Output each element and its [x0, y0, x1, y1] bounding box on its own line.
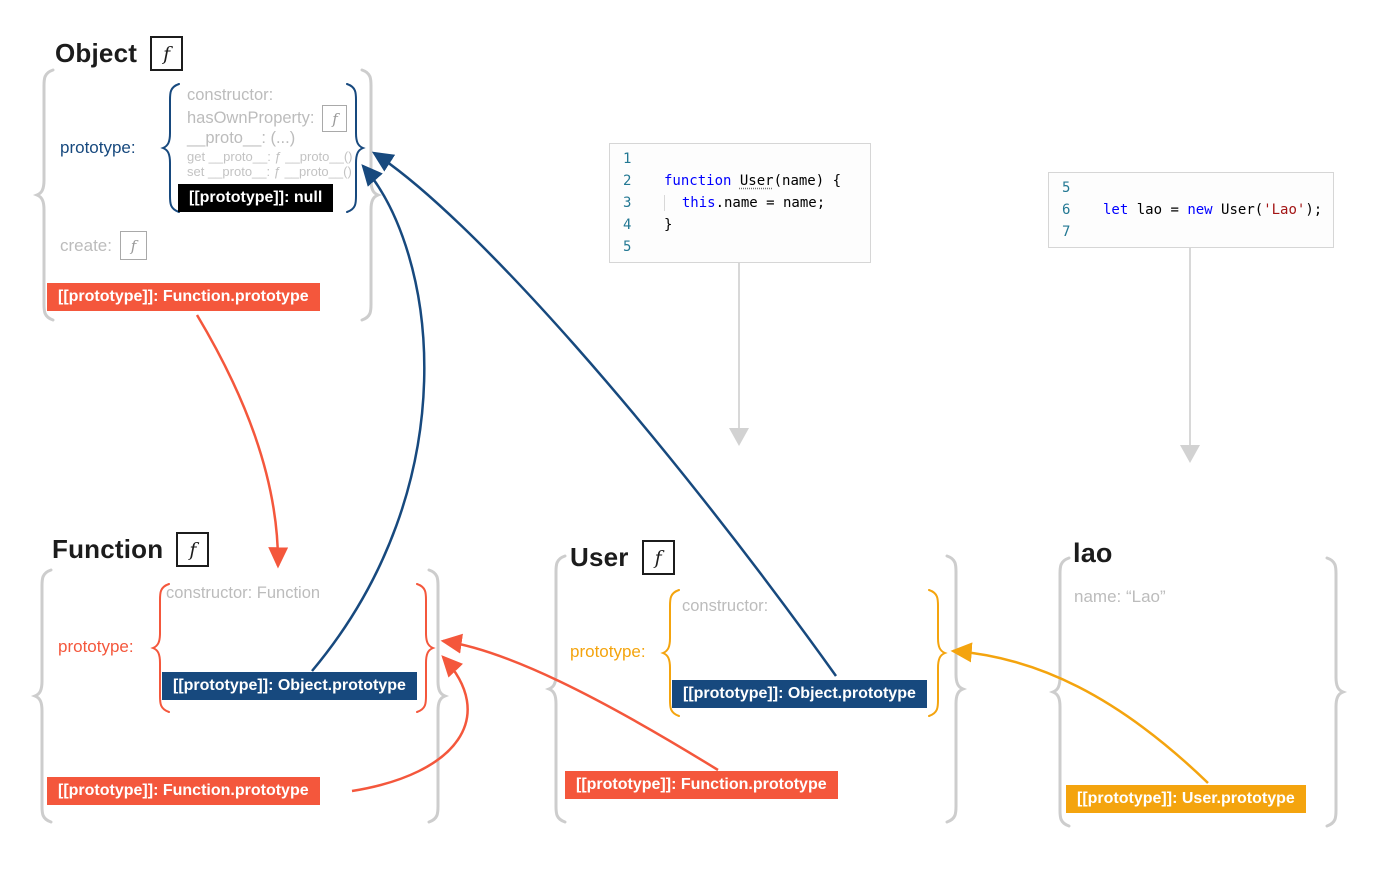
- lao-title: lao: [1073, 538, 1113, 568]
- object-prototype-label: prototype:: [60, 138, 136, 157]
- code-block-function-user: 1 2 function User(name) { 3 this.name = nam…: [609, 143, 871, 263]
- line-number: 3: [623, 195, 632, 211]
- function-outer-right-brace: [427, 568, 450, 824]
- line-number: 1: [623, 151, 632, 167]
- object-prop-constructor: constructor:: [187, 86, 274, 104]
- code-text: function User(name) {: [664, 173, 842, 189]
- user-prototype-label: prototype:: [570, 642, 646, 661]
- user-outer-right-brace: [945, 554, 968, 824]
- object-null-prototype-badge: [[prototype]]: null: [178, 184, 334, 212]
- object-outer-right-brace: [360, 68, 383, 322]
- line-number: 7: [1062, 224, 1071, 240]
- arrow-function-objectproto-to-object-prototype: [311, 164, 426, 672]
- object-prototype-right-brace: [346, 83, 366, 213]
- line-number: 5: [1062, 180, 1071, 196]
- object-prop-set-proto: set __proto__: ƒ __proto__(): [187, 164, 352, 179]
- object-prototype-left-brace: [160, 83, 180, 213]
- user-function-icon: f: [641, 540, 675, 575]
- arrow-object-functionproto-to-function-prototype: [195, 314, 289, 569]
- function-objectproto-badge: [[prototype]]: Object.prototype: [162, 672, 417, 700]
- function-prototype-right-brace: [416, 583, 436, 713]
- object-title-row: Object f: [55, 36, 184, 71]
- code-line: 5: [610, 236, 870, 258]
- code-line: 4}: [610, 214, 870, 236]
- function-function-icon: f: [176, 532, 210, 567]
- user-outer-left-brace: [544, 554, 567, 824]
- code-line: 5: [1049, 177, 1333, 199]
- code-line: 6 let lao = new User('Lao');: [1049, 199, 1333, 221]
- object-create-label: create:: [60, 235, 112, 255]
- user-title: User: [570, 542, 629, 572]
- code-block-new-user: 5 6 let lao = new User('Lao'); 7: [1048, 172, 1334, 248]
- arrow-lao-userproto-to-user-prototype: [950, 642, 1209, 784]
- create-function-icon: f: [119, 231, 147, 260]
- object-prop-hasownproperty: hasOwnProperty:: [187, 109, 315, 127]
- code-text: this.name = name;: [664, 192, 825, 214]
- lao-outer-right-brace: [1325, 556, 1348, 828]
- line-number: 2: [623, 173, 632, 189]
- user-prop-constructor: constructor:: [682, 597, 769, 615]
- code-line: 2 function User(name) {: [610, 170, 870, 192]
- code-line: 3 this.name = name;: [610, 192, 870, 214]
- line-number: 4: [623, 217, 632, 233]
- line-number: 5: [623, 239, 632, 255]
- code-line: 7: [1049, 221, 1333, 243]
- code-line: 1: [610, 148, 870, 170]
- object-prop-proto: __proto__: (...): [187, 129, 296, 147]
- hasownproperty-function-icon: f: [322, 105, 348, 132]
- object-title: Object: [55, 38, 138, 68]
- user-title-row: User f: [570, 540, 675, 575]
- object-prop-get-proto: get __proto__: ƒ __proto__(): [187, 149, 353, 164]
- user-objectproto-badge: [[prototype]]: Object.prototype: [672, 680, 927, 708]
- code-text: }: [664, 217, 673, 233]
- lao-prop-name: name: “Lao”: [1074, 587, 1166, 606]
- user-prototype-right-brace: [928, 589, 948, 717]
- line-number: 6: [1062, 202, 1071, 218]
- lao-userproto-badge: [[prototype]]: User.prototype: [1066, 785, 1306, 813]
- object-create-row: create: f: [60, 231, 147, 260]
- object-prop-hasownproperty-row: hasOwnProperty: f: [187, 105, 348, 132]
- function-prototype-label: prototype:: [58, 637, 134, 656]
- function-title: Function: [52, 534, 164, 564]
- object-function-icon: f: [150, 36, 184, 71]
- code-text: let lao = new User('Lao');: [1103, 202, 1323, 218]
- object-functionproto-badge: [[prototype]]: Function.prototype: [47, 283, 320, 311]
- function-prop-constructor: constructor: Function: [166, 584, 321, 602]
- function-functionproto-badge: [[prototype]]: Function.prototype: [47, 777, 320, 805]
- user-functionproto-badge: [[prototype]]: Function.prototype: [565, 771, 838, 799]
- function-title-row: Function f: [52, 532, 210, 567]
